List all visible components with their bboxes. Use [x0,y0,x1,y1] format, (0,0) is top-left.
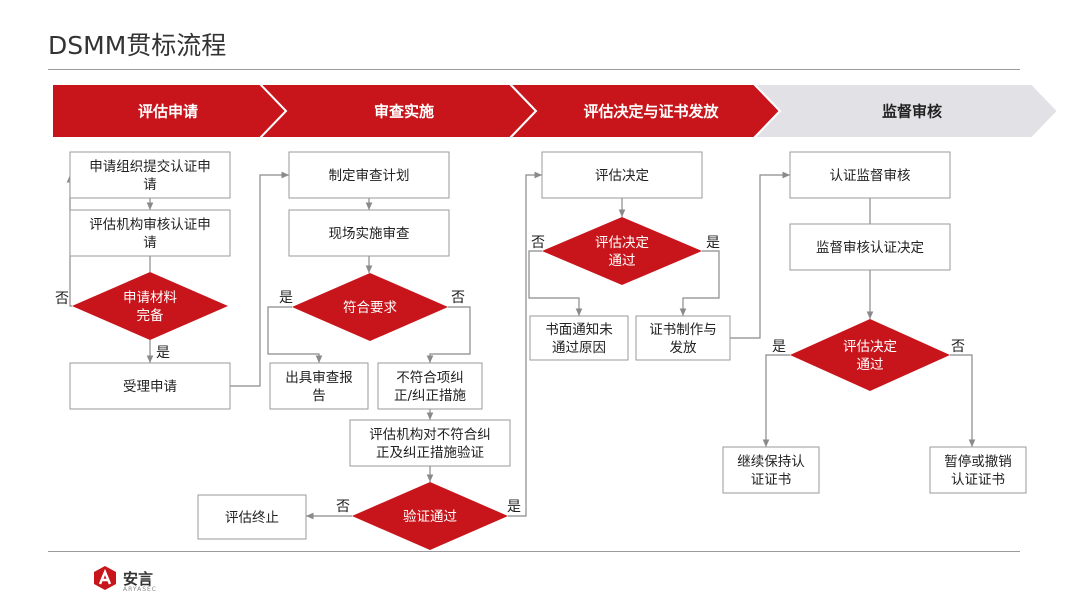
decision-d4: 评估决定通过 [542,217,702,285]
process-box-b2-label: 评估机构审核认证申请 [89,217,211,251]
process-box-b8-label: 评估机构对不符合纠正及纠正措施验证 [369,427,491,461]
process-box-b12-label: 证书制作与发放 [649,322,717,356]
process-box-b1: 申请组织提交认证申请 [69,151,231,199]
process-box-b5-frame [288,209,450,257]
process-box-b4-frame [288,151,450,199]
edge-d5-no-b16 [950,354,976,447]
phase-2: 审查实施 [257,83,538,139]
process-box-b1-label: 申请组织提交认证申请 [89,158,211,193]
phase-3: 评估决定与证书发放 [507,83,782,139]
page-title: DSMM贯标流程 [48,31,227,60]
phase-2-label: 审查实施 [374,102,434,120]
decision-d3: 验证通过 [352,482,508,550]
process-box-b3-label: 受理申请 [123,379,177,395]
edge-label-l4: 否 [451,290,465,306]
process-box-b10-label: 评估决定 [595,168,649,184]
edge-d2-yes-b6 [267,306,323,363]
decision-d2-label: 符合要求 [343,300,397,316]
decision-d4-label: 评估决定通过 [595,235,649,269]
process-box-b8-frame [349,419,511,467]
edge-label-l10: 否 [951,339,965,355]
phase-4-arrow [751,83,1060,139]
process-box-b14: 监督审核认证决定 [789,223,951,271]
edge-label-l2: 是 [156,345,170,361]
edge-label-l5: 否 [336,499,350,515]
process-box-b7-frame [377,362,483,410]
edge-label-l7: 否 [531,235,545,251]
decision-d5: 评估决定通过 [790,319,950,391]
logo-name: 安言 [123,570,154,588]
process-box-b9: 评估终止 [197,494,307,540]
edge-label-l9: 是 [772,339,786,355]
process-box-b8: 评估机构对不符合纠正及纠正措施验证 [349,419,511,467]
process-box-b13-frame [789,151,951,199]
process-box-b16-label: 暂停或撤销认证证书 [944,453,1012,488]
header-divider [48,69,1020,70]
decision-d4-diamond [542,217,702,285]
process-box-b11-label: 书面通知未通过原因 [545,321,613,356]
decision-d1-diamond [72,272,228,340]
process-box-b3-frame [69,362,231,410]
process-box-b4: 制定审查计划 [288,151,450,199]
process-box-b6-frame [269,362,369,410]
process-box-b15-label: 继续保持认证证书 [737,454,805,488]
decision-d1: 申请材料完备 [72,272,228,340]
decision-d3-label: 验证通过 [403,509,457,525]
process-box-b2-frame [69,209,231,257]
process-box-b15-frame [722,446,820,494]
process-box-b3: 受理申请 [69,362,231,410]
decision-d5-diamond [790,319,950,391]
aryasec-logo-icon [94,566,116,590]
phase-1: 评估申请 [51,83,296,139]
edge-d5-yes-b15 [762,354,790,447]
logo-subtitle: ARYASEC [123,586,157,593]
edge-label-l3: 是 [279,290,293,306]
edge-d2-no-b7 [426,306,471,363]
phase-3-label: 评估决定与证书发放 [583,102,719,120]
process-box-b10-frame [541,151,703,199]
process-box-b6-label: 出具审查报告 [285,370,353,404]
edge-d4-yes-b12 [679,250,720,316]
process-box-b4-label: 制定审查计划 [329,168,410,184]
process-box-b1-frame [69,151,231,199]
process-box-b5: 现场实施审查 [288,209,450,257]
process-box-b15: 继续保持认证证书 [722,446,820,494]
process-box-b12-frame [635,315,731,361]
process-box-b9-label: 评估终止 [225,510,279,526]
process-box-b7-label: 不符合项纠正/纠正措施 [394,370,467,404]
decision-d5-label: 评估决定通过 [843,339,897,373]
edge-d3-yes-b10 [508,171,542,517]
decision-d2: 符合要求 [292,273,448,341]
process-box-b13-label: 认证监督审核 [830,168,911,184]
process-box-b14-label: 监督审核认证决定 [816,240,924,256]
edge-label-l1: 否 [55,291,69,307]
process-box-b11-frame [529,315,629,361]
process-box-b10: 评估决定 [541,151,703,199]
edge-b3-b4 [230,171,289,387]
phase-4: 监督审核 [751,83,1060,139]
process-box-b11: 书面通知未通过原因 [529,315,629,361]
phase-1-label: 评估申请 [138,102,198,120]
process-box-b16-frame [929,446,1027,494]
process-box-b14-frame [789,223,951,271]
process-box-b13: 认证监督审核 [789,151,951,199]
decision-d1-label: 申请材料完备 [123,290,177,324]
edge-d4-no-b11 [528,250,583,316]
edge-label-l8: 是 [706,235,720,251]
process-box-b12: 证书制作与发放 [635,315,731,361]
phase-4-label: 监督审核 [882,102,942,120]
decision-d2-diamond [292,273,448,341]
process-box-b5-label: 现场实施审查 [329,226,410,242]
decision-d3-diamond [352,482,508,550]
process-box-b16: 暂停或撤销认证证书 [929,446,1027,494]
process-box-b9-frame [197,494,307,540]
process-box-b2: 评估机构审核认证申请 [69,209,231,257]
process-box-b7: 不符合项纠正/纠正措施 [377,362,483,410]
process-box-b6: 出具审查报告 [269,362,369,410]
edge-label-l6: 是 [507,499,521,515]
footer-divider [48,551,1020,552]
edge-b12-b13 [730,171,790,339]
